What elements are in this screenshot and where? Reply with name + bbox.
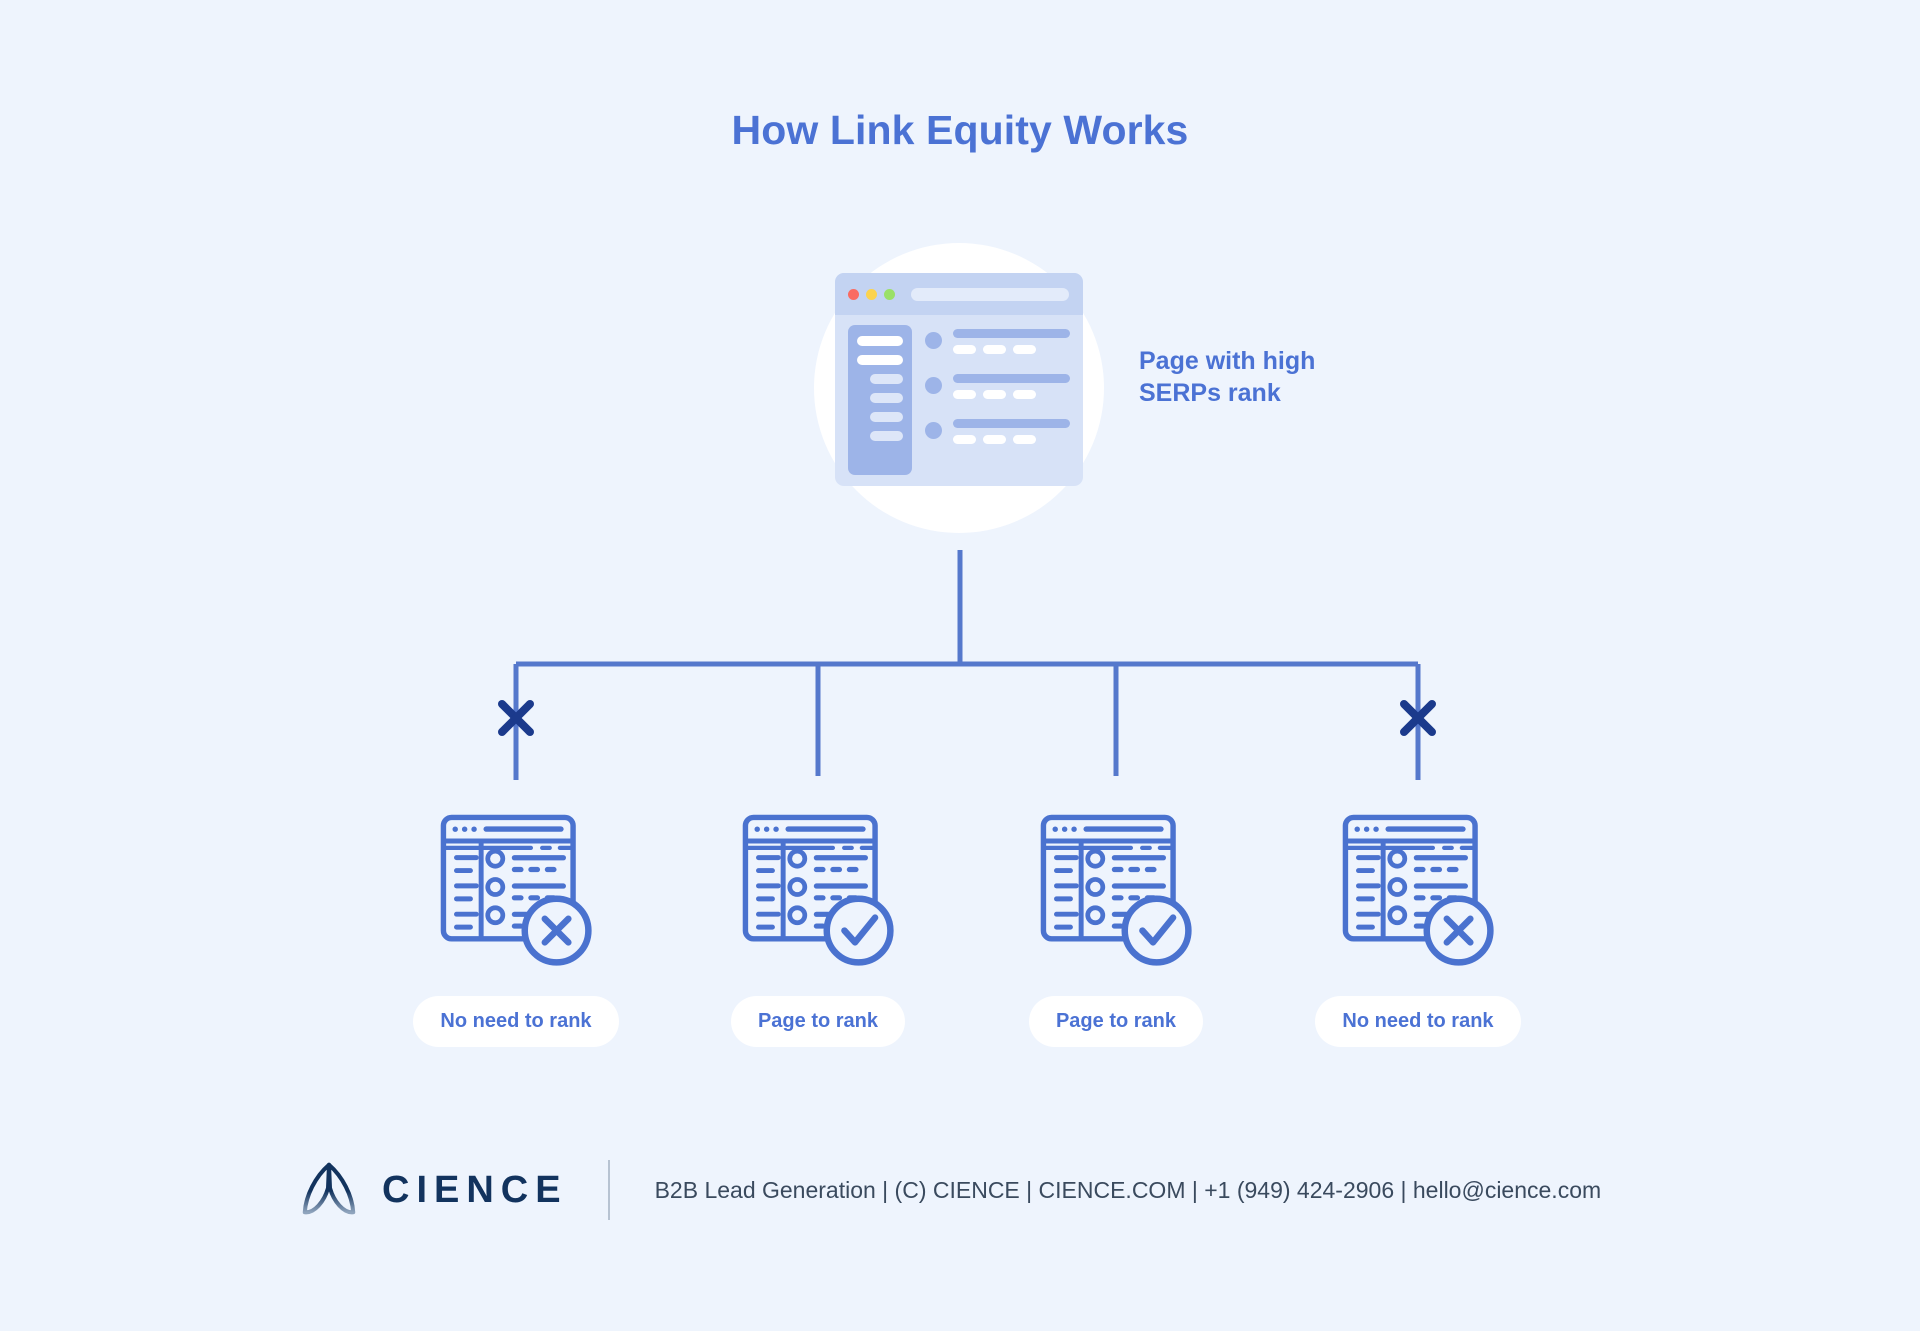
result-node: Page to rank	[668, 808, 968, 1047]
hero-label: Page with high SERPs rank	[1139, 345, 1439, 409]
content-dash	[983, 435, 1006, 444]
hero-browser-content	[925, 329, 1070, 464]
traffic-light-green-icon	[884, 288, 895, 300]
sidebar-bar	[857, 355, 903, 365]
connector-tree	[498, 550, 1436, 780]
cience-arch-logo-icon	[302, 1162, 356, 1215]
sidebar-bar	[869, 431, 903, 441]
result-node: Page to rank	[966, 808, 1266, 1047]
traffic-light-yellow-icon	[866, 288, 877, 300]
page-browser-icon	[440, 814, 592, 966]
content-dash	[953, 390, 976, 399]
footer: CIENCE B2B Lead Generation | (C) CIENCE …	[298, 1155, 1601, 1225]
node-status-pill: No need to rank	[1315, 996, 1521, 1047]
content-dash	[983, 345, 1006, 354]
page-title: How Link Equity Works	[731, 107, 1189, 153]
hero-browser-window	[835, 273, 1083, 486]
hero-label-line-2: SERPs rank	[1139, 379, 1281, 407]
footer-divider	[607, 1160, 610, 1220]
hero-content-row	[925, 329, 1070, 354]
logo-wordmark: CIENCE	[382, 1168, 568, 1211]
bullet-icon	[925, 377, 942, 394]
sidebar-bar	[857, 336, 903, 346]
content-dash	[953, 345, 976, 354]
content-bar	[953, 374, 1070, 383]
hero-content-row	[925, 374, 1070, 399]
content-dash	[1013, 390, 1036, 399]
content-bar	[953, 329, 1070, 338]
footer-info-text: B2B Lead Generation | (C) CIENCE | CIENC…	[654, 1176, 1602, 1203]
traffic-light-red-icon	[848, 288, 859, 300]
content-dash	[953, 435, 976, 444]
sidebar-bar	[869, 393, 903, 403]
page-browser-icon	[1040, 814, 1192, 966]
bullet-icon	[925, 422, 942, 439]
page-browser-icon	[1342, 814, 1494, 966]
node-status-pill: No need to rank	[413, 996, 619, 1047]
branch-blocked-x-icon	[1400, 700, 1436, 736]
bullet-icon	[925, 332, 942, 349]
content-bar	[953, 419, 1070, 428]
sidebar-bar	[869, 374, 903, 384]
page-browser-icon	[742, 814, 894, 966]
hero-browser-titlebar	[835, 273, 1083, 315]
content-dash	[983, 390, 1006, 399]
sidebar-bar	[869, 412, 903, 422]
node-status-pill: Page to rank	[1028, 996, 1204, 1047]
hero-illustration	[814, 243, 1104, 533]
result-node: No need to rank	[366, 808, 666, 1047]
hero-browser-urlbar	[911, 287, 1069, 301]
result-node: No need to rank	[1268, 808, 1568, 1047]
hero-browser-sidebar	[848, 325, 912, 475]
branch-blocked-x-icon	[498, 700, 534, 736]
hero-content-row	[925, 419, 1070, 444]
node-status-pill: Page to rank	[730, 996, 906, 1047]
content-dash	[1013, 435, 1036, 444]
content-dash	[1013, 345, 1036, 354]
hero-label-line-1: Page with high	[1139, 347, 1316, 375]
node-row: No need to rank	[0, 808, 1920, 1128]
